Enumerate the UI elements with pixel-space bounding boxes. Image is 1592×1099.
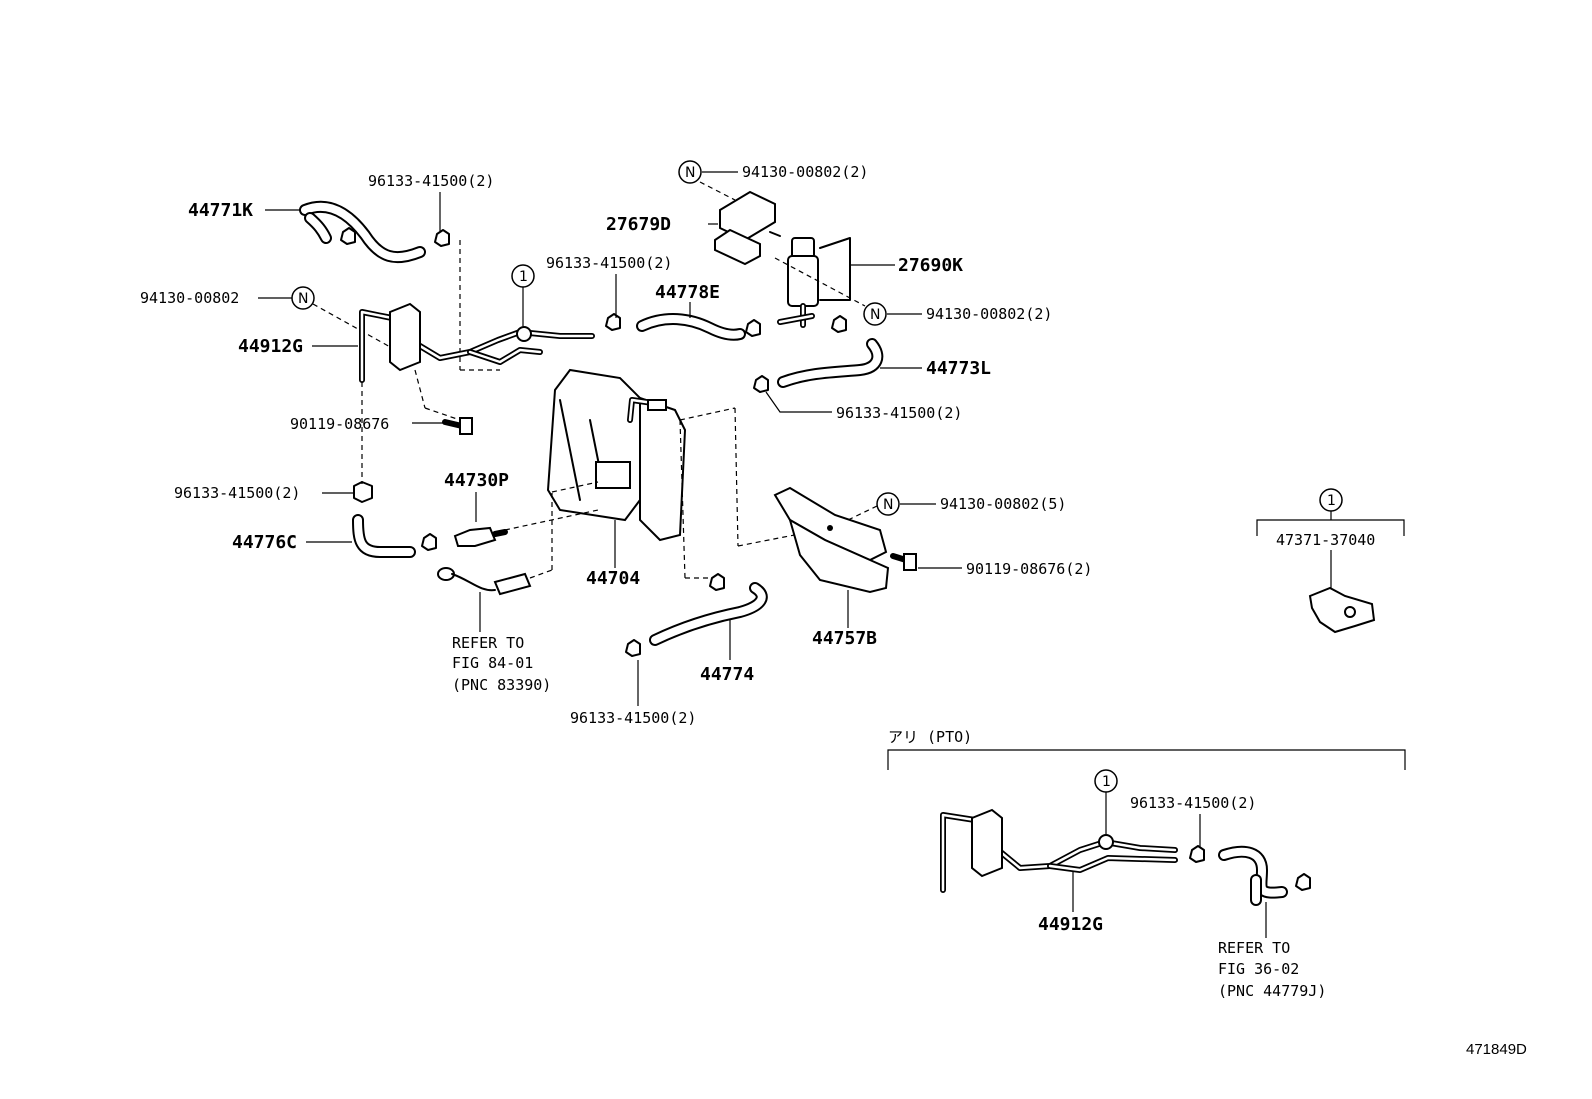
svg-text:FIG 36-02: FIG 36-02 [1218, 960, 1299, 978]
svg-text:REFER TO: REFER TO [452, 634, 524, 652]
label-44730p: 44730P [444, 470, 509, 491]
label-44704: 44704 [586, 568, 640, 589]
svg-text:1: 1 [519, 269, 528, 285]
label-clip-mid: 96133-41500(2) [546, 254, 672, 272]
svg-text:(PNC 83390): (PNC 83390) [452, 676, 551, 694]
label-clip-bottom: 96133-41500(2) [570, 709, 696, 727]
label-44778e: 44778E [655, 282, 720, 303]
sensor-44730p[interactable] [453, 526, 508, 547]
svg-text:1: 1 [1327, 493, 1336, 509]
svg-text:N: N [298, 291, 308, 307]
hose-44774[interactable] [649, 582, 768, 646]
bolt-icon [442, 417, 473, 435]
label-screw-top: 94130-00802(2) [742, 163, 868, 181]
n-callout-right: N [863, 302, 887, 326]
hose-pto[interactable] [1218, 845, 1288, 906]
hose-44776c[interactable] [352, 514, 416, 558]
label-27690k: 27690K [898, 255, 963, 276]
one-callout-main: 1 [511, 264, 535, 288]
svg-text:FIG 84-01: FIG 84-01 [452, 654, 533, 672]
bolt-icon [890, 553, 917, 571]
svg-text:N: N [883, 497, 893, 513]
svg-text:N: N [870, 307, 880, 323]
valve-27690k[interactable] [777, 237, 851, 328]
n-callout-bracket: N [876, 492, 900, 516]
n-callout-top: N [678, 160, 702, 184]
label-screw-bracket: 94130-00802(5) [940, 495, 1066, 513]
label-44773l: 44773L [926, 358, 991, 379]
label-clip-left-lower: 96133-41500(2) [174, 484, 300, 502]
label-44912g: 44912G [238, 336, 303, 357]
one-callout-pto: 1 [1094, 769, 1118, 793]
figure-id: 471849D [1466, 1041, 1527, 1058]
label-bolt-left: 90119-08676 [290, 415, 389, 433]
clip-icon [625, 573, 725, 657]
n-callout-left: N [291, 286, 315, 310]
label-screw-left: 94130-00802 [140, 289, 239, 307]
hose-44778e[interactable] [636, 313, 746, 341]
pto-section-title: アリ (PTO) [888, 728, 972, 746]
label-clip-right: 96133-41500(2) [836, 404, 962, 422]
clip-icon [353, 481, 437, 551]
label-44774: 44774 [700, 664, 754, 685]
clip-icon [1189, 845, 1311, 891]
label-27679d: 27679D [606, 214, 671, 235]
canister-44704[interactable] [546, 368, 687, 542]
label-bolt-right: 90119-08676(2) [966, 560, 1092, 578]
label-44912g-pto: 44912G [1038, 914, 1103, 935]
svg-text:REFER TO: REFER TO [1218, 939, 1290, 957]
sensor-harness [437, 567, 532, 596]
label-screw-right: 94130-00802(2) [926, 305, 1052, 323]
bracket-27679d[interactable] [714, 190, 781, 266]
refer-note-pto: REFER TO FIG 36-02 (PNC 44779J) [1218, 939, 1326, 1000]
clip-icon [605, 313, 847, 393]
label-clip-pto: 96133-41500(2) [1130, 794, 1256, 812]
clamp-47371-37040[interactable] [1308, 586, 1376, 634]
hose-44771k[interactable] [299, 200, 426, 264]
svg-text:1: 1 [1102, 774, 1111, 790]
label-44757b: 44757B [812, 628, 877, 649]
pipe-44912g[interactable] [359, 302, 595, 383]
label-clamp: 47371-37040 [1276, 531, 1375, 549]
refer-note-sensor: REFER TO FIG 84-01 (PNC 83390) [452, 634, 551, 694]
pipe-44912g-pto[interactable] [940, 808, 1178, 893]
svg-text:N: N [685, 165, 695, 181]
label-44771k: 44771K [188, 200, 253, 221]
label-clip-top-left: 96133-41500(2) [368, 172, 494, 190]
label-44776c: 44776C [232, 532, 297, 553]
svg-text:(PNC 44779J): (PNC 44779J) [1218, 982, 1326, 1000]
clip-icon [340, 227, 450, 247]
hose-44773l[interactable] [777, 338, 884, 388]
one-callout-clamp: 1 [1319, 488, 1343, 512]
bracket-44757b[interactable] [773, 486, 890, 594]
